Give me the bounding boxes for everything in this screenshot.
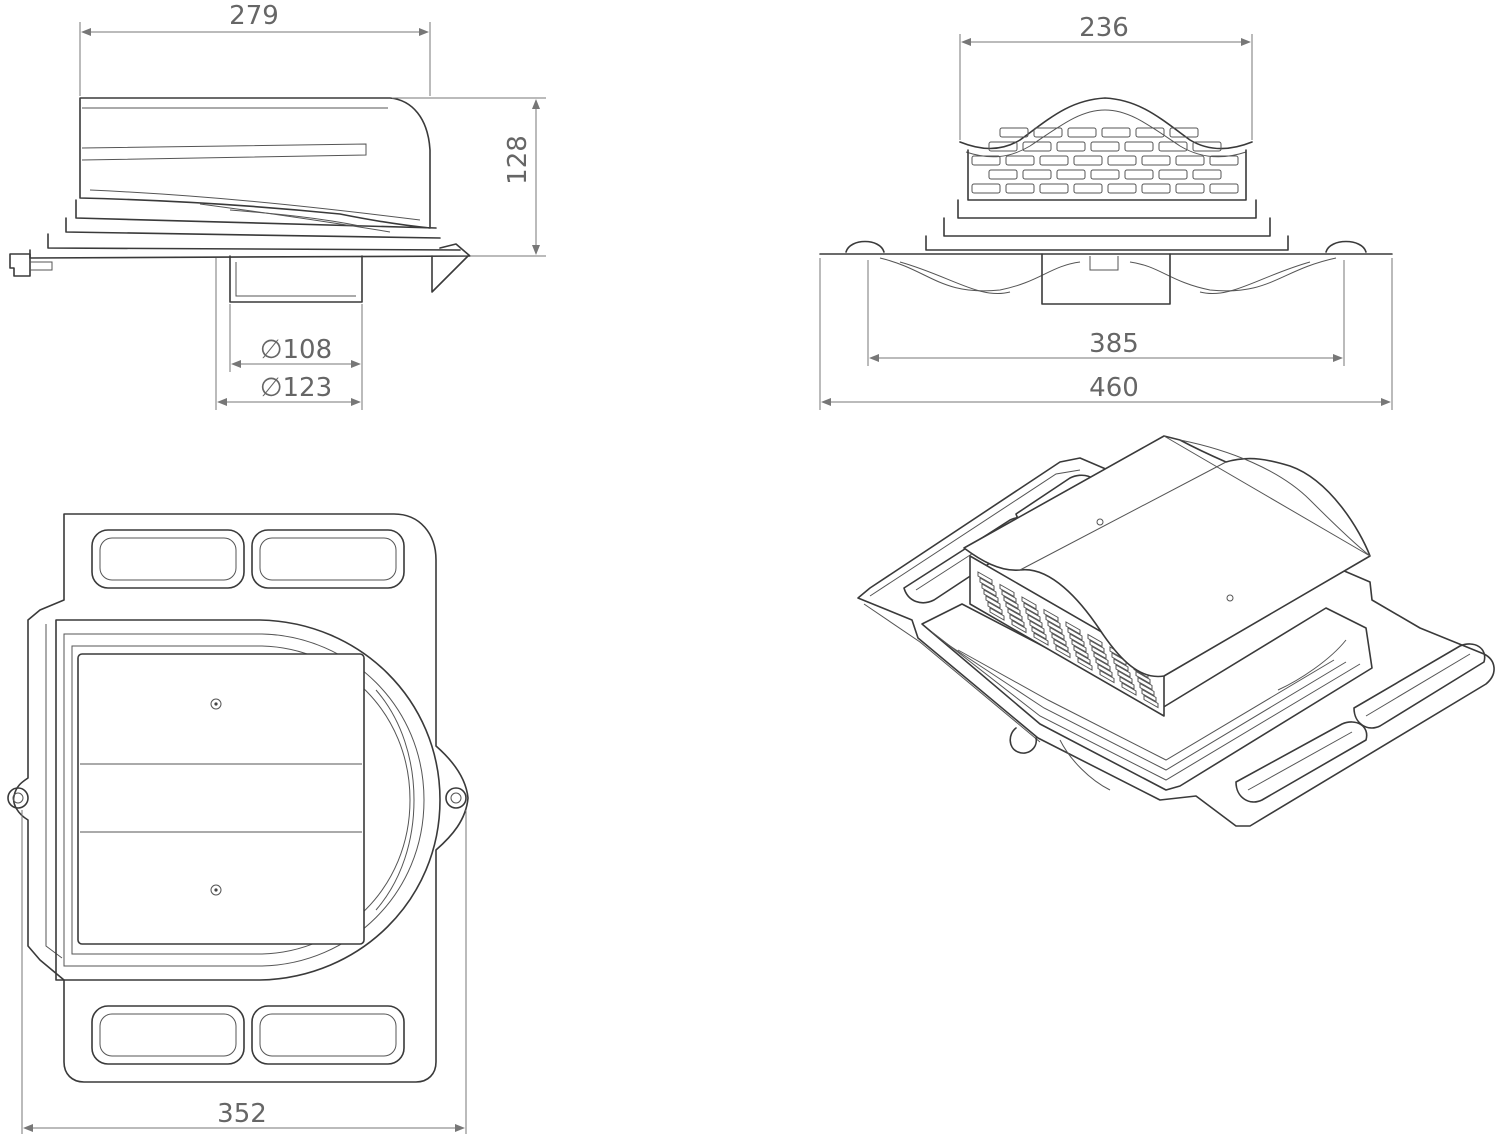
dim-385-label: 385 — [1089, 329, 1139, 359]
front-view: 236 385 460 — [819, 13, 1393, 410]
dim-460-label: 460 — [1089, 373, 1139, 403]
isometric-view — [857, 435, 1495, 827]
vent-grille — [971, 127, 1239, 194]
dim-108-label: ∅108 — [260, 335, 332, 365]
dim-236-label: 236 — [1079, 13, 1129, 43]
flange-slots — [91, 529, 405, 1065]
dim-279-label: 279 — [229, 1, 279, 31]
iso-vent-grille — [977, 571, 1159, 709]
side-view: 279 128 ∅108 ∅123 — [9, 1, 546, 410]
plan-view: 352 — [7, 513, 469, 1134]
dim-123-label: ∅123 — [260, 373, 332, 403]
dim-128-label: 128 — [503, 135, 533, 185]
dim-352-label: 352 — [217, 1099, 267, 1129]
